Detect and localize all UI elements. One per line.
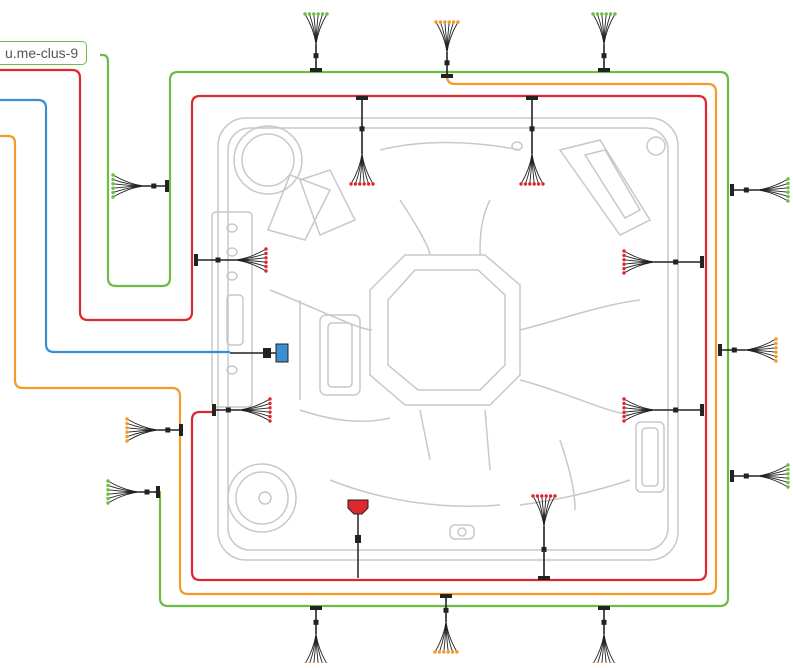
blue-line bbox=[0, 98, 230, 354]
red-circuit bbox=[0, 68, 708, 582]
spa-tub-outline bbox=[211, 117, 679, 561]
green-cluster-left-1 bbox=[111, 173, 169, 199]
red-cluster-top-1 bbox=[349, 96, 375, 186]
red-cluster-right-2 bbox=[622, 397, 704, 423]
orange-cluster-bottom-3 bbox=[591, 606, 617, 666]
green-circuit bbox=[100, 53, 730, 608]
orange-cluster-right bbox=[718, 337, 778, 363]
red-control-box bbox=[347, 499, 369, 578]
green-cluster-top-1 bbox=[303, 12, 329, 72]
blue-circuit bbox=[0, 98, 230, 354]
red-cluster-left-2 bbox=[212, 397, 272, 423]
red-cluster-bottom bbox=[531, 494, 557, 580]
orange-cluster-bottom-2 bbox=[433, 594, 459, 654]
red-cluster-top-2 bbox=[519, 96, 545, 186]
green-cluster-right-1 bbox=[730, 177, 790, 203]
blue-control-box bbox=[230, 343, 289, 363]
red-cluster-right-1 bbox=[622, 249, 704, 275]
green-cluster-left-2 bbox=[106, 479, 160, 505]
jet-clusters bbox=[106, 12, 790, 666]
orange-circuit bbox=[0, 72, 718, 596]
green-cluster-top-2 bbox=[591, 12, 617, 72]
green-loop bbox=[100, 53, 730, 608]
orange-loop bbox=[0, 72, 718, 596]
red-cluster-left-1 bbox=[194, 247, 268, 273]
orange-cluster-bottom-1 bbox=[303, 606, 329, 666]
orange-cluster-left bbox=[125, 417, 183, 443]
orange-cluster-top bbox=[434, 20, 460, 78]
green-cluster-right-2 bbox=[730, 463, 790, 489]
red-loop bbox=[0, 68, 708, 582]
circuit-label: u.me-clus-9 bbox=[0, 41, 88, 65]
